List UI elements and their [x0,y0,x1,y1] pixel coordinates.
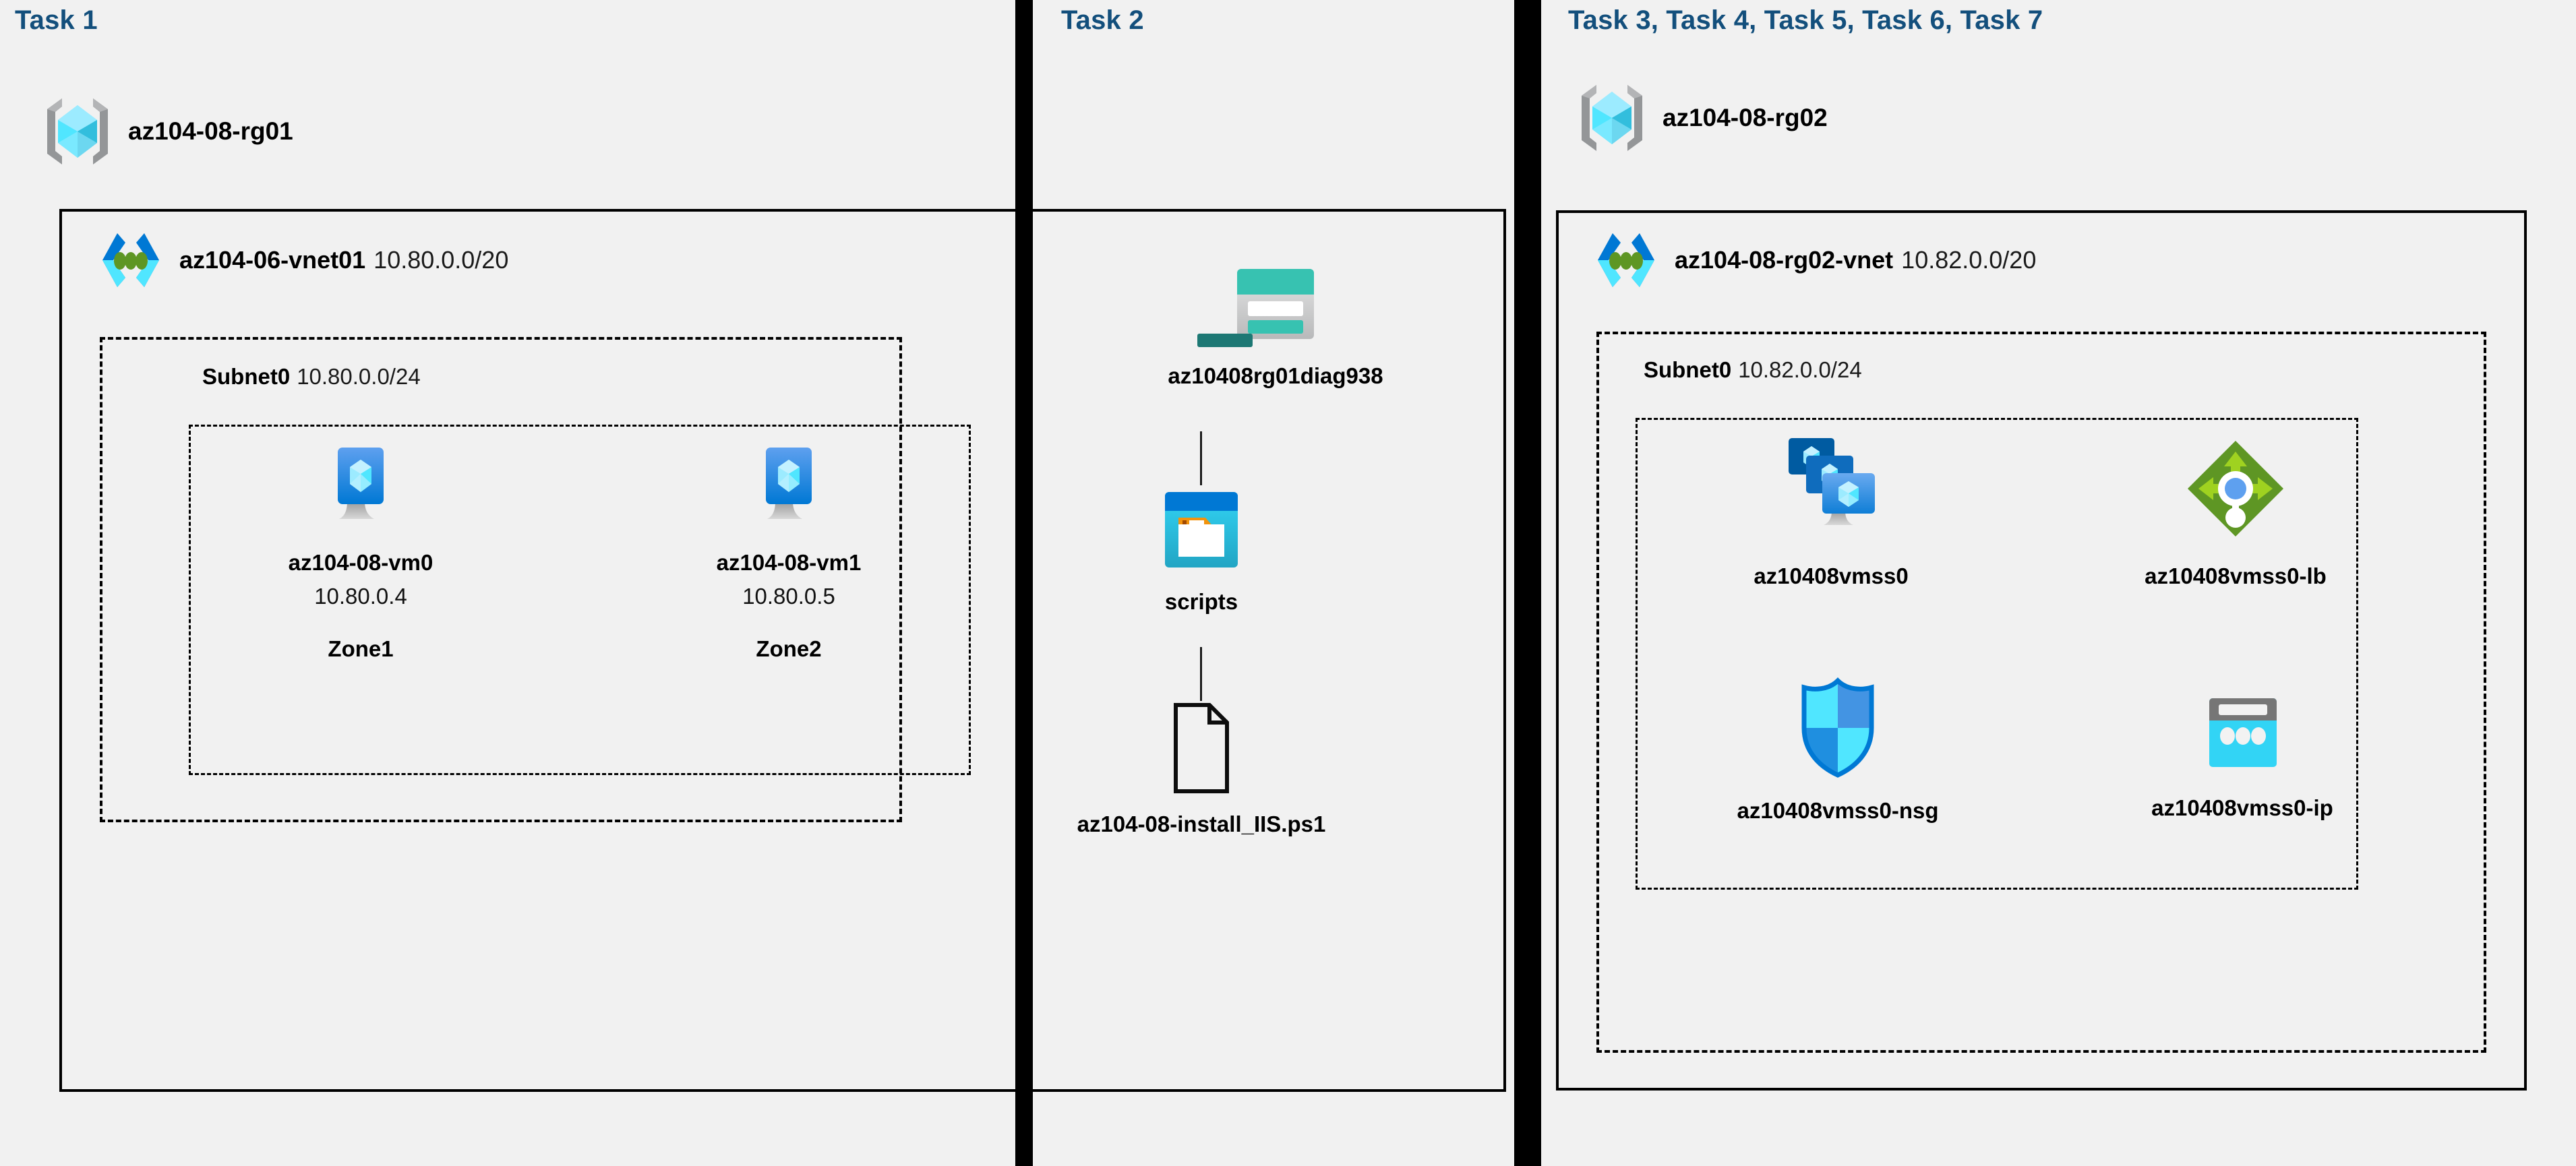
virtual-network-icon [94,229,167,291]
storage-account-node[interactable]: az10408rg01diag938 [1134,259,1417,389]
panel-divider-1 [1015,0,1033,1166]
public-ip-address-node[interactable]: az10408vmss0-ip [2128,687,2357,821]
file-label: az104-08-install_IIS.ps1 [1077,811,1326,836]
task-3-7-panel: Task 3, Task 4, Task 5, Task 6, Task 7 a… [1541,0,2576,1166]
vm-ip-1: 10.80.0.5 [742,584,835,609]
load-balancer-node[interactable]: az10408vmss0-lb [2121,431,2350,589]
network-security-group-node[interactable]: az10408vmss0-nsg [1723,674,1952,824]
storage-account-icon [1226,259,1325,348]
public-ip-address-label: az10408vmss0-ip [2151,795,2333,820]
resource-group-header-rg01: az104-08-rg01 [42,94,293,168]
virtual-network-icon [1590,229,1663,291]
subnet-cidr-2: 10.82.0.0/24 [1738,357,1862,382]
storage-bar-dark [1197,334,1253,347]
vm-node-1[interactable]: az104-08-vm1 10.80.0.5 Zone2 [688,445,890,662]
blob-container-label: scripts [1164,589,1238,614]
public-ip-address-icon [2194,687,2290,779]
vnet-box-2 [1556,210,2527,1091]
vm-scale-set-label: az10408vmss0 [1754,563,1909,588]
connector-container-to-file [1200,647,1202,701]
subnet-box-2 [1596,332,2486,1053]
file-node[interactable]: az104-08-install_IIS.ps1 [1077,701,1325,837]
subnet-name-2: Subnet0 [1644,357,1732,382]
network-security-group-icon [1791,674,1885,782]
virtual-machine-icon [324,445,397,527]
blob-container-node[interactable]: scripts [1141,485,1262,615]
subnet-name-1: Subnet0 [202,364,291,389]
storage-account-label: az10408rg01diag938 [1168,363,1383,388]
file-icon [1166,701,1236,795]
load-balancer-icon [2178,431,2293,546]
task-1-panel: Task 1 az104-08-rg01 [0,0,1030,1166]
availability-zone-box-1 [189,425,971,775]
subnet-box-1 [100,337,902,822]
vnet-cidr-2: 10.82.0.0/20 [1901,246,2037,274]
vm-node-0[interactable]: az104-08-vm0 10.80.0.4 Zone1 [260,445,462,662]
task-2-box [1033,209,1506,1092]
vnet-box-1 [59,209,1030,1092]
panel-divider-2 [1514,0,1541,1166]
task-1-title: Task 1 [15,5,98,35]
load-balancer-label: az10408vmss0-lb [2145,563,2327,588]
resource-group-header-rg02: az104-08-rg02 [1576,81,1828,155]
resource-group-icon [42,94,113,168]
vnet-name-1: az104-06-vnet01 [179,246,366,274]
task-2-title: Task 2 [1061,5,1144,35]
connector-storage-to-container [1200,431,1202,485]
vm-name-1: az104-08-vm1 [716,550,862,575]
resource-group-icon [1576,81,1648,155]
subnet-cidr-1: 10.80.0.0/24 [297,364,421,389]
task-2-panel: Task 2 az10408rg01diag [1033,0,1514,1166]
vm-scale-set-node[interactable]: az10408vmss0 [1716,431,1946,589]
vm-zone-1: Zone2 [756,636,822,661]
resource-group-label-rg02: az104-08-rg02 [1663,104,1828,131]
resource-group-label-rg01: az104-08-rg01 [128,117,293,145]
vnet-name-2: az104-08-rg02-vnet [1675,246,1894,274]
vm-name-0: az104-08-vm0 [288,550,433,575]
task-3-7-title: Task 3, Task 4, Task 5, Task 6, Task 7 [1568,5,2043,35]
resource-group-inner-box [1636,418,2358,890]
virtual-machine-icon [752,445,825,527]
network-security-group-label: az10408vmss0-nsg [1737,798,1939,823]
vm-scale-set-icon [1774,431,1888,546]
blob-container-icon [1156,485,1247,577]
vm-zone-0: Zone1 [328,636,394,661]
vm-ip-0: 10.80.0.4 [314,584,407,609]
vnet-cidr-1: 10.80.0.0/20 [373,246,509,274]
